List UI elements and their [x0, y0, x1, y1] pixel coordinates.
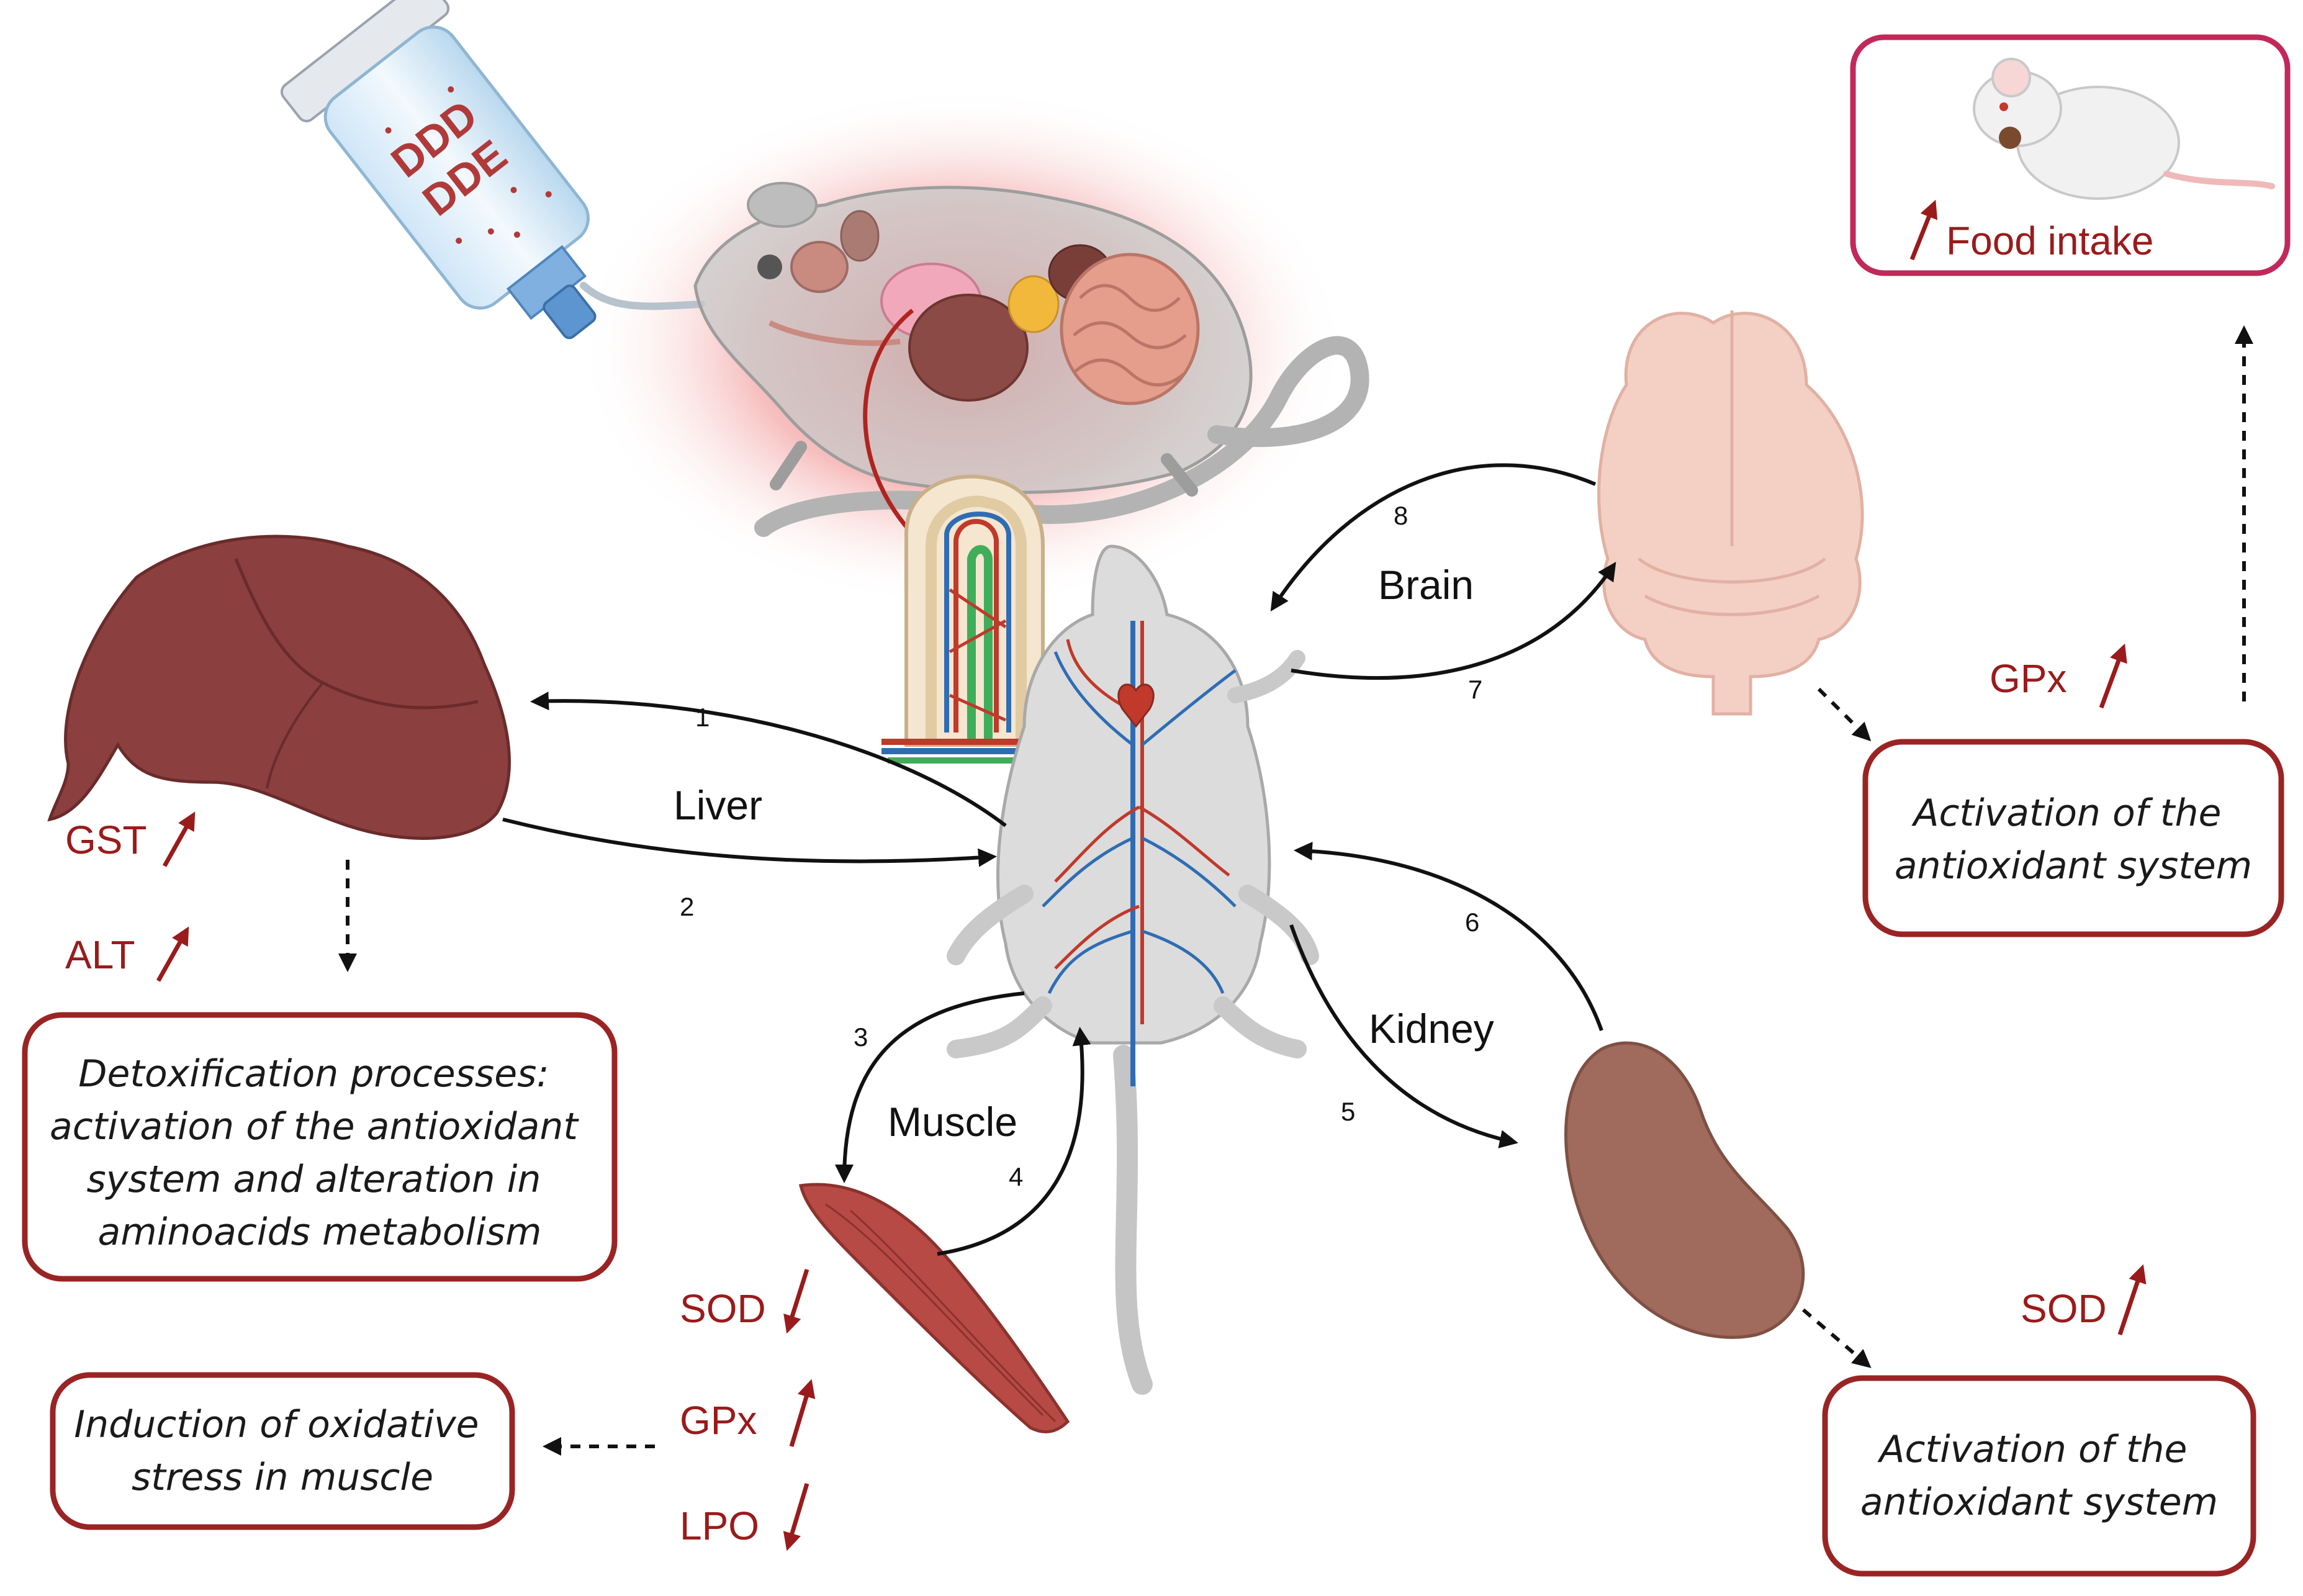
food-intake-label: Food intake [1946, 219, 2153, 263]
brain-effect-box [1862, 739, 2284, 937]
kidney-effect-box [1822, 1375, 2256, 1577]
central-rat [947, 544, 1319, 1395]
kidney-marker-sod: SOD [2021, 1286, 2107, 1331]
organ-label-brain: Brain [1378, 562, 1474, 608]
arrow-5 [1289, 924, 1518, 1148]
arrow-number-1: 1 [695, 703, 710, 732]
brain-box-line-1: Activation of the [1911, 791, 2222, 835]
muscle-organ [798, 1183, 1070, 1434]
liver-effect-text: Detoxification processes: activation of … [50, 1052, 590, 1254]
arrow-number-5: 5 [1341, 1097, 1355, 1126]
arrow-number-3: 3 [854, 1022, 868, 1052]
exposed-rat [693, 182, 1369, 537]
liver-marker-gst: GST [65, 818, 147, 862]
organ-label-kidney: Kidney [1369, 1006, 1494, 1052]
organ-label-muscle: Muscle [888, 1099, 1017, 1145]
kidney-marker-sod-up-arrow [2117, 1264, 2147, 1336]
liver-marker-gst-up-arrow [162, 811, 196, 867]
liver-marker-alt-up-arrow [156, 926, 189, 982]
kidney-effect-text: Activation of the antioxidant system [1860, 1428, 2218, 1524]
muscle-marker-gpx-up-arrow [789, 1379, 816, 1448]
muscle-marker-lpo: LPO [680, 1504, 759, 1548]
muscle-marker-lpo-down-arrow [783, 1482, 809, 1551]
water-bottle: DDD DDE [280, 0, 705, 340]
arrow-3 [835, 991, 1025, 1183]
absorption-arrow [863, 309, 928, 549]
eating-rat [1973, 58, 2275, 200]
arrow-1 [530, 692, 1007, 827]
arrow-number-6: 6 [1465, 908, 1479, 937]
brain-effect-text: Activation of the antioxidant system [1895, 791, 2252, 888]
muscle-marker-sod-down-arrow [783, 1268, 809, 1334]
organ-label-liver: Liver [674, 782, 762, 828]
arrow-number-7: 7 [1468, 675, 1482, 704]
liver-effect-box [22, 1012, 618, 1282]
liver-box-line-2: activation of the antioxidant [50, 1105, 579, 1148]
kidney-box-line-2: antioxidant system [1860, 1481, 2218, 1524]
food-intake-panel: Food intake [1850, 34, 2291, 276]
arrow-8 [1270, 463, 1597, 612]
brain-box-line-2: antioxidant system [1895, 844, 2252, 888]
muscle-box-line-2: stress in muscle [132, 1456, 433, 1499]
arrow-2 [502, 818, 997, 867]
arrow-7 [1291, 562, 1616, 680]
kidney-box-line-1: Activation of the [1877, 1428, 2188, 1471]
kidney-organ [1564, 1041, 1805, 1339]
muscle-effect-text: Induction of oxidative stress in muscle [74, 1403, 490, 1499]
liver-marker-alt: ALT [65, 932, 135, 977]
kidney-effect-arrow [1802, 1308, 1872, 1368]
muscle-box-line-1: Induction of oxidative [74, 1403, 479, 1446]
brain-organ [1597, 310, 1864, 716]
liver-box-line-3: system and alteration in [86, 1158, 541, 1201]
brain-marker-gpx-up-arrow [2099, 643, 2127, 709]
liver-organ [47, 534, 511, 840]
arrow-number-2: 2 [680, 892, 694, 921]
muscle-marker-sod: SOD [680, 1286, 766, 1331]
arrow-4 [937, 1027, 1091, 1256]
food-intake-arrow [1909, 199, 1938, 261]
arrow-number-4: 4 [1009, 1162, 1023, 1191]
muscle-marker-gpx: GPx [680, 1398, 757, 1443]
brain-marker-gpx: GPx [1990, 656, 2066, 701]
liver-box-line-1: Detoxification processes: [78, 1052, 549, 1096]
muscle-effect-box [50, 1372, 515, 1530]
arrow-6 [1294, 841, 1603, 1032]
liver-box-line-4: aminoacids metabolism [98, 1211, 542, 1254]
brain-effect-arrow [1817, 687, 1872, 742]
arrow-number-8: 8 [1394, 501, 1408, 530]
